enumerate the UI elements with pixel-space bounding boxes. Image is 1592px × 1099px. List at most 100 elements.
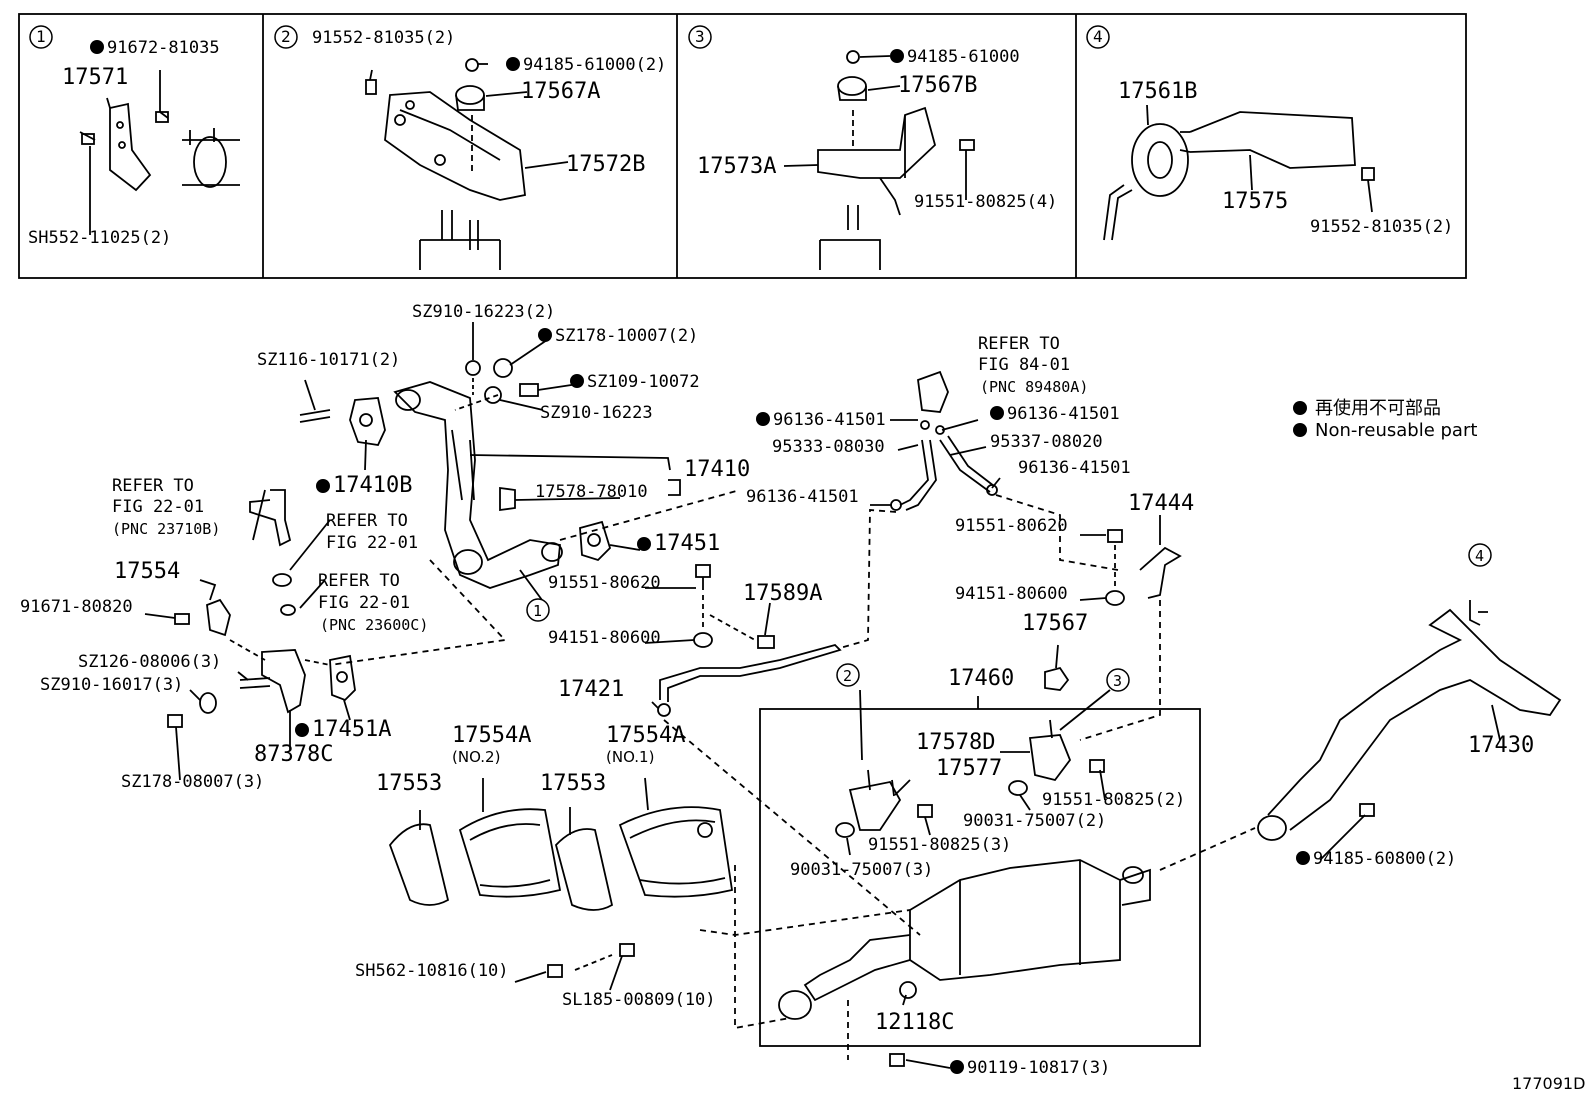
part-label: 17571 <box>62 65 129 90</box>
part-label: 91551-80825(2) <box>1042 790 1186 810</box>
part-label: 94151-80600 <box>548 628 661 648</box>
heat-shields <box>388 806 734 911</box>
part-label: 17554A <box>606 723 686 748</box>
part-label: 91552-81035(2) <box>1310 217 1454 237</box>
ref-note: REFER TO <box>326 511 408 531</box>
callout-4: 4 <box>1475 547 1485 565</box>
part-label: 17554 <box>114 559 181 584</box>
part-label: 91551-80620 <box>955 516 1068 536</box>
hose-95337 <box>939 435 995 493</box>
part-label: (NO.2) <box>452 748 501 766</box>
part-label: 17567 <box>1022 611 1089 636</box>
part-label: 17567B <box>898 73 978 98</box>
part-label: 91552-81035(2) <box>312 28 456 48</box>
part-label: 94185-60800(2) <box>1296 849 1456 869</box>
stud-sz116 <box>299 409 331 423</box>
callout-2: 2 <box>843 667 853 685</box>
gasket-17451 <box>579 520 612 562</box>
gasket-17451a <box>329 654 356 702</box>
inset-4-number: 4 <box>1093 27 1103 46</box>
part-label: 95337-08020 <box>990 432 1103 452</box>
part-label: 91671-80820 <box>20 597 133 617</box>
ref-note: REFER TO <box>318 571 400 591</box>
part-label: 17553 <box>376 771 443 796</box>
legend-text: 再使用不可部品 <box>1315 398 1441 419</box>
legend-dot <box>1293 401 1307 415</box>
part-label: 17444 <box>1128 491 1195 516</box>
bracket-17578d <box>1028 734 1072 782</box>
inset-3-drawing <box>817 50 975 270</box>
part-label: 17554A <box>452 723 532 748</box>
part-label: 17561B <box>1118 79 1198 104</box>
inset-1-number: 1 <box>36 27 46 46</box>
bracket-17554 <box>206 598 231 637</box>
part-label: 96136-41501 <box>746 487 859 507</box>
inset-2-drawing <box>365 58 526 270</box>
tube-17421 <box>659 643 842 702</box>
converter-body <box>778 859 1151 1020</box>
sensor-ref-22-01 <box>249 489 292 547</box>
part-label: 17589A <box>743 581 823 606</box>
part-label: 96136-41501 <box>990 404 1120 424</box>
gasket-17410b <box>349 397 386 446</box>
part-label: 90119-10817(3) <box>950 1058 1110 1078</box>
part-label: SZ178-08007(3) <box>121 772 265 792</box>
part-label: 17410 <box>684 457 751 482</box>
part-label: SZ910-16223(2) <box>412 302 556 322</box>
part-label: SH562-10816(10) <box>355 961 509 981</box>
part-label: 17572B <box>566 152 646 177</box>
part-label: 12118C <box>875 1010 955 1035</box>
inset-frame <box>18 13 1467 279</box>
part-label: 91551-80620 <box>548 573 661 593</box>
part-label: 17451A <box>295 718 391 742</box>
legend-japanese: 再使用不可部品 <box>1293 394 1441 420</box>
tailpipe-17430 <box>1267 608 1562 831</box>
part-label: 17451 <box>637 532 720 556</box>
part-label: SH552-11025(2) <box>28 228 172 248</box>
part-label: SZ910-16017(3) <box>40 675 184 695</box>
part-label: 17573A <box>697 154 777 179</box>
front-pipe-drawing <box>393 381 563 589</box>
part-label: 94151-80600 <box>955 584 1068 604</box>
part-label: 17575 <box>1222 189 1289 214</box>
inset-1-drawing <box>79 102 240 192</box>
part-label: 96136-41501 <box>1018 458 1131 478</box>
part-label: 17553 <box>540 771 607 796</box>
ref-note: FIG 22-01 <box>112 497 205 517</box>
part-label: 17421 <box>558 677 625 702</box>
part-label: 17430 <box>1468 733 1535 758</box>
ref-note: FIG 84-01 <box>978 355 1071 375</box>
part-label: 17578-78010 <box>535 482 648 502</box>
inset-3-number: 3 <box>695 27 705 46</box>
ref-note: FIG 22-01 <box>318 593 411 613</box>
ref-note: REFER TO <box>112 476 194 496</box>
part-label: 94185-61000(2) <box>506 55 666 75</box>
inset-4-drawing <box>1103 111 1375 241</box>
part-label: 96136-41501 <box>756 410 886 430</box>
part-label: 90031-75007(2) <box>963 811 1107 831</box>
part-label: 17567A <box>521 79 601 104</box>
legend-text: Non-reusable part <box>1315 420 1478 441</box>
bracket-17444 <box>1139 546 1182 599</box>
part-label: 90031-75007(3) <box>790 860 934 880</box>
part-label: SZ126-08006(3) <box>78 652 222 672</box>
part-label: 17410B <box>316 474 412 498</box>
part-label: 87378C <box>254 742 334 767</box>
ref-note: (PNC 89480A) <box>980 378 1089 396</box>
part-label: SZ178-10007(2) <box>538 326 698 346</box>
bracket-87378c <box>261 649 306 714</box>
legend-english: Non-reusable part <box>1293 420 1477 441</box>
part-label: 91551-80825(4) <box>914 192 1058 212</box>
part-label: 95333-08030 <box>772 437 885 457</box>
part-label: 94185-61000 <box>890 47 1020 67</box>
part-label: SL185-00809(10) <box>562 990 716 1010</box>
callout-3: 3 <box>1113 672 1123 690</box>
sensor-ref-84-01 <box>917 370 949 413</box>
figure-id: 177091D <box>1512 1074 1586 1093</box>
part-label: 17577 <box>936 756 1003 781</box>
ref-note: FIG 22-01 <box>326 533 419 553</box>
part-label: SZ116-10171(2) <box>257 350 401 370</box>
ref-note: (PNC 23710B) <box>112 520 221 538</box>
hose-95333 <box>899 439 929 506</box>
